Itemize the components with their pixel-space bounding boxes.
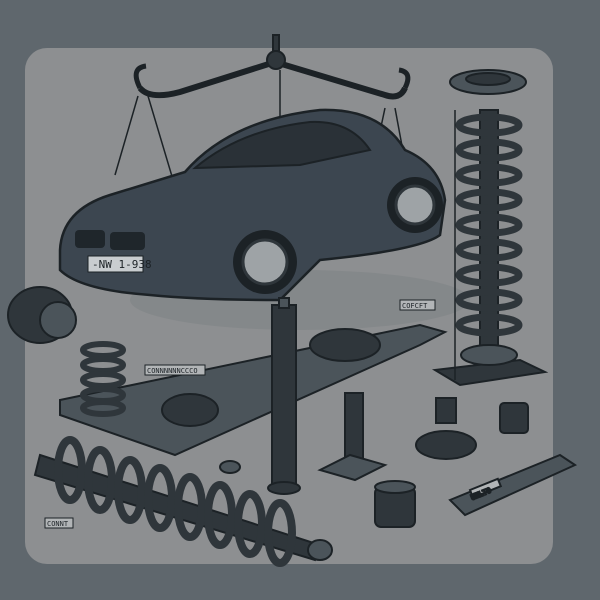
car-icon: -NW 1-938 xyxy=(58,108,447,302)
damper-rod-icon xyxy=(267,297,301,495)
spring-icon xyxy=(80,341,126,417)
label-2: CONNNNNNCCCO xyxy=(147,367,198,375)
balance-scale-icon xyxy=(114,34,413,231)
bolt-icon xyxy=(317,392,388,482)
label-1: COFCFT xyxy=(402,302,428,310)
license-plate: -NW 1-938 xyxy=(92,258,152,271)
label-tags: CONNNNNNCCCO COFCFT CONNT xyxy=(44,299,436,529)
damper-cap-icon xyxy=(7,286,77,344)
shock-absorber-icon xyxy=(161,328,381,427)
horizontal-coilover-icon xyxy=(33,436,333,567)
label-3: CONNT xyxy=(47,520,69,528)
coilover-icon xyxy=(431,69,549,387)
remote-control-icon: UNLTO xyxy=(448,453,578,517)
bushing-icon xyxy=(219,397,529,528)
